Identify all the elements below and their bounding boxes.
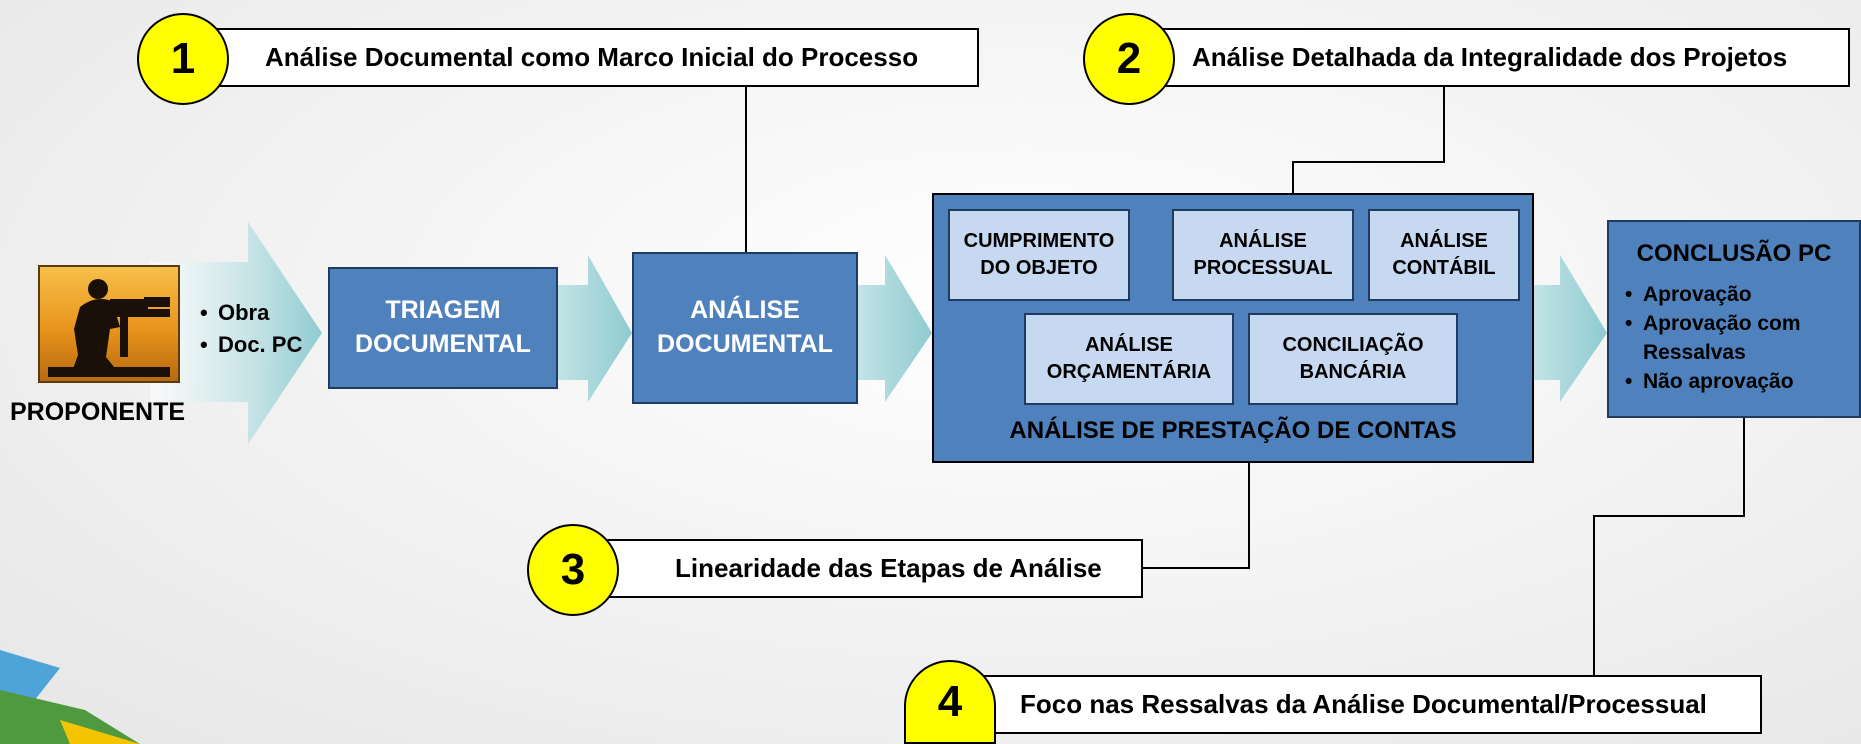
callout-2-number: 2 bbox=[1116, 34, 1142, 83]
callout-1-text: Análise Documental como Marco Inicial do… bbox=[265, 42, 919, 72]
analise-processual-box: ANÁLISE PROCESSUAL bbox=[1172, 209, 1354, 301]
flow-arrow-2 bbox=[856, 255, 932, 402]
prestacao-contas-container: CUMPRIMENTO DO OBJETO ANÁLISE PROCESSUAL… bbox=[932, 193, 1534, 463]
triagem-documental-box: TRIAGEM DOCUMENTAL bbox=[328, 267, 558, 389]
prestacao-contas-title: ANÁLISE DE PRESTAÇÃO DE CONTAS bbox=[1009, 417, 1457, 444]
callout-2-badge: 2 bbox=[1083, 13, 1175, 105]
conclusao-item: Aprovação com Ressalvas bbox=[1623, 309, 1823, 367]
callout-3-box: Linearidade das Etapas de Análise bbox=[575, 539, 1143, 598]
analise-documental-box: ANÁLISE DOCUMENTAL bbox=[632, 252, 858, 404]
flow-arrow-3 bbox=[1532, 255, 1607, 402]
conclusao-pc-title: CONCLUSÃO PC bbox=[1636, 240, 1832, 267]
callout-4-badge: 4 bbox=[904, 660, 996, 744]
proponente-item: Obra bbox=[198, 297, 302, 329]
callout-1-number: 1 bbox=[170, 34, 196, 83]
callout-3-text: Linearidade das Etapas de Análise bbox=[675, 553, 1102, 583]
analise-contabil-box: ANÁLISE CONTÁBIL bbox=[1368, 209, 1520, 301]
flow-arrow-1 bbox=[555, 255, 632, 402]
proponente-items: Obra Doc. PC bbox=[198, 297, 302, 361]
callout-1-box: Análise Documental como Marco Inicial do… bbox=[183, 28, 979, 87]
callout-4-text: Foco nas Ressalvas da Análise Documental… bbox=[1020, 689, 1707, 719]
connector-4 bbox=[1593, 418, 1745, 676]
proponente-photo bbox=[38, 265, 180, 383]
conclusao-pc-box: CONCLUSÃO PC Aprovação Aprovação com Res… bbox=[1607, 220, 1861, 418]
callout-4-number: 4 bbox=[937, 677, 963, 726]
cumprimento-objeto-box: CUMPRIMENTO DO OBJETO bbox=[948, 209, 1130, 301]
callout-3-badge: 3 bbox=[527, 524, 619, 616]
callout-3-number: 3 bbox=[560, 545, 586, 594]
callout-2-text: Análise Detalhada da Integralidade dos P… bbox=[1192, 42, 1788, 72]
conciliacao-bancaria-box: CONCILIAÇÃO BANCÁRIA bbox=[1248, 313, 1458, 405]
callout-1-badge: 1 bbox=[137, 13, 229, 105]
connector-2 bbox=[1292, 86, 1445, 194]
connector-3 bbox=[1143, 462, 1250, 569]
proponente-label: PROPONENTE bbox=[10, 398, 186, 426]
callout-2-box: Análise Detalhada da Integralidade dos P… bbox=[1130, 28, 1850, 87]
conclusao-pc-items: Aprovação Aprovação com Ressalvas Não ap… bbox=[1623, 280, 1823, 396]
corner-decoration-green bbox=[0, 690, 140, 744]
callout-4-box: Foco nas Ressalvas da Análise Documental… bbox=[948, 675, 1762, 734]
conclusao-item: Não aprovação bbox=[1623, 367, 1823, 396]
analise-orcamentaria-box: ANÁLISE ORÇAMENTÁRIA bbox=[1024, 313, 1234, 405]
proponente-item: Doc. PC bbox=[198, 329, 302, 361]
corner-decoration-yellow bbox=[60, 720, 140, 744]
conclusao-item: Aprovação bbox=[1623, 280, 1823, 309]
cameraman-silhouette-icon bbox=[48, 279, 170, 377]
